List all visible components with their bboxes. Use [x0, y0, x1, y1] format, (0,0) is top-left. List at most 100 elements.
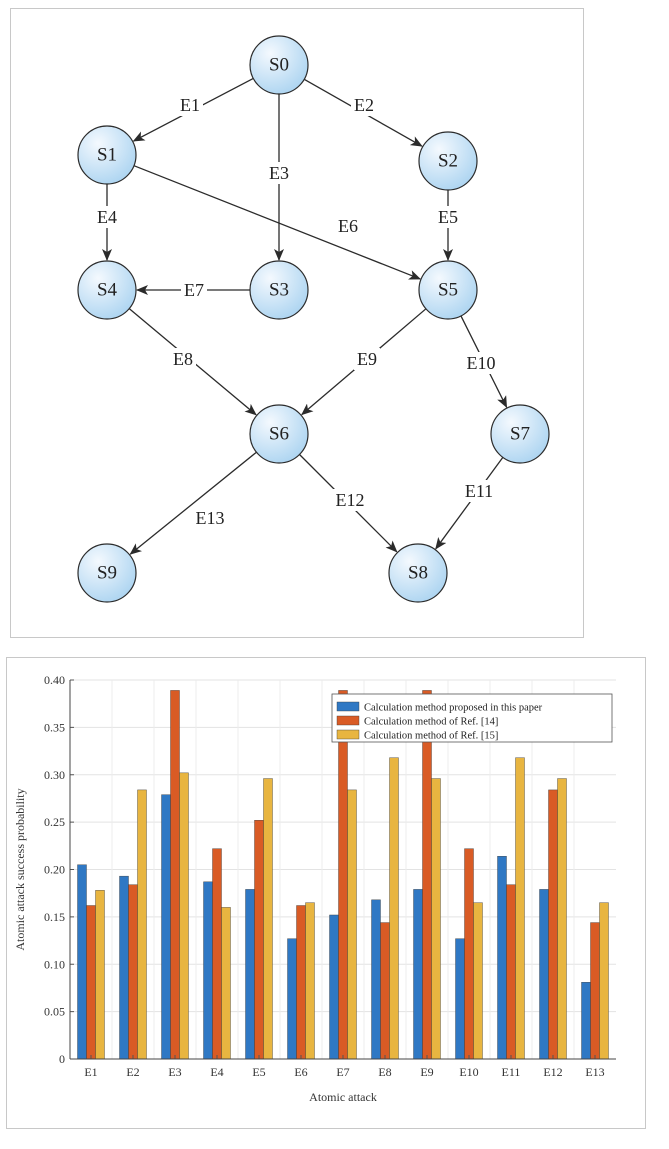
edge-label-background [192, 507, 228, 529]
edge-label-background [177, 94, 203, 116]
node-label-s7: S7 [510, 424, 530, 445]
legend-box [331, 693, 613, 743]
node-s6 [249, 404, 309, 464]
y-axis-title: Atomic attack success probability [13, 788, 27, 950]
bar-e4-series-3 [221, 907, 231, 1060]
bar-e8-series-1 [371, 899, 381, 1060]
edge-label-background [181, 279, 207, 301]
edge-label-e8: E8 [173, 349, 193, 369]
node-s7 [490, 404, 550, 464]
node-label-s6: S6 [269, 424, 289, 445]
x-axis-title: Atomic attack [309, 1090, 377, 1104]
edge-label-e11: E11 [465, 481, 493, 501]
edge-label-background [332, 489, 368, 511]
bar-e9-series-3 [431, 778, 441, 1060]
legend-swatch [336, 701, 360, 712]
bar-e1-series-2 [86, 905, 96, 1060]
bar-e5-series-3 [263, 778, 273, 1060]
bar-e6-series-2 [296, 905, 306, 1060]
x-tick-label: E5 [252, 1065, 265, 1079]
bar-e8-series-3 [389, 757, 399, 1060]
bar-e4-series-1 [203, 881, 213, 1060]
node-s8 [388, 543, 448, 603]
legend-entry-3: Calculation method of Ref. [15] [364, 731, 498, 742]
bar-e13-series-2 [590, 922, 600, 1060]
node-label-s9: S9 [97, 563, 117, 584]
bar-e9-series-1 [413, 889, 423, 1060]
y-tick-label: 0.20 [44, 863, 65, 877]
bar-e8-series-2 [380, 922, 390, 1060]
edge-label-e6: E6 [338, 216, 358, 236]
node-label-s1: S1 [97, 145, 117, 166]
x-tick-label: E12 [543, 1065, 562, 1079]
edge-s7-s8 [435, 456, 504, 550]
edge-label-background [435, 206, 461, 228]
bar-e6-series-1 [287, 938, 297, 1060]
x-tick-label: E11 [502, 1065, 521, 1079]
bar-e1-series-1 [77, 864, 87, 1060]
x-tick-label: E2 [126, 1065, 139, 1079]
bar-e11-series-1 [497, 856, 507, 1060]
edge-label-background [351, 94, 377, 116]
node-label-s3: S3 [269, 280, 289, 301]
bar-e10-series-1 [455, 938, 465, 1060]
y-tick-label: 0.40 [44, 673, 65, 687]
edge-label-e10: E10 [467, 353, 496, 373]
legend-entry-1: Calculation method proposed in this pape… [364, 703, 543, 714]
x-tick-label: E13 [585, 1065, 604, 1079]
node-s4 [77, 260, 137, 320]
bar-e12-series-2 [548, 789, 558, 1060]
edge-label-e13: E13 [196, 508, 225, 528]
legend-entry-2: Calculation method of Ref. [14] [364, 717, 498, 728]
y-tick-label: 0 [59, 1052, 65, 1066]
node-s9 [77, 543, 137, 603]
node-label-s0: S0 [269, 55, 289, 76]
edge-label-background [266, 162, 292, 184]
bar-e12-series-3 [557, 778, 567, 1060]
node-label-s5: S5 [438, 280, 458, 301]
bar-e11-series-2 [506, 884, 516, 1060]
x-tick-label: E3 [168, 1065, 181, 1079]
y-tick-label: 0.15 [44, 910, 65, 924]
node-s3 [249, 260, 309, 320]
node-s0 [249, 35, 309, 95]
bar-e6-series-3 [305, 902, 315, 1060]
edge-label-e4: E4 [97, 207, 117, 227]
edge-label-e7: E7 [184, 280, 204, 300]
y-tick-label: 0.30 [44, 768, 65, 782]
legend-swatch [336, 729, 360, 740]
bar-e10-series-3 [473, 902, 483, 1060]
x-tick-label: E10 [459, 1065, 478, 1079]
node-s1 [77, 125, 137, 185]
legend-swatch [336, 715, 360, 726]
y-tick-label: 0.10 [44, 957, 65, 971]
x-tick-label: E8 [378, 1065, 391, 1079]
x-tick-label: E1 [84, 1065, 97, 1079]
edge-label-background [463, 352, 499, 374]
bar-e7-series-1 [329, 914, 339, 1060]
edge-label-e9: E9 [357, 349, 377, 369]
edge-label-background [335, 215, 361, 237]
bar-e4-series-2 [212, 848, 222, 1060]
y-tick-label: 0.35 [44, 720, 65, 734]
edge-s6-s9 [129, 451, 257, 555]
bar-e5-series-2 [254, 820, 264, 1060]
bar-e3-series-3 [179, 772, 189, 1060]
bar-e10-series-2 [464, 848, 474, 1060]
edge-label-background [461, 480, 497, 502]
bar-e13-series-1 [581, 982, 591, 1060]
bar-e3-series-2 [170, 690, 180, 1060]
edge-label-e12: E12 [336, 490, 365, 510]
x-tick-label: E9 [420, 1065, 433, 1079]
bar-e1-series-3 [95, 890, 105, 1060]
bar-e13-series-3 [599, 902, 609, 1060]
edge-label-background [354, 348, 380, 370]
chart-legend: Calculation method proposed in this pape… [331, 693, 613, 743]
bar-e9-series-2 [422, 690, 432, 1060]
bar-e12-series-1 [539, 889, 549, 1060]
edge-label-e2: E2 [354, 95, 374, 115]
bar-e11-series-3 [515, 757, 525, 1060]
